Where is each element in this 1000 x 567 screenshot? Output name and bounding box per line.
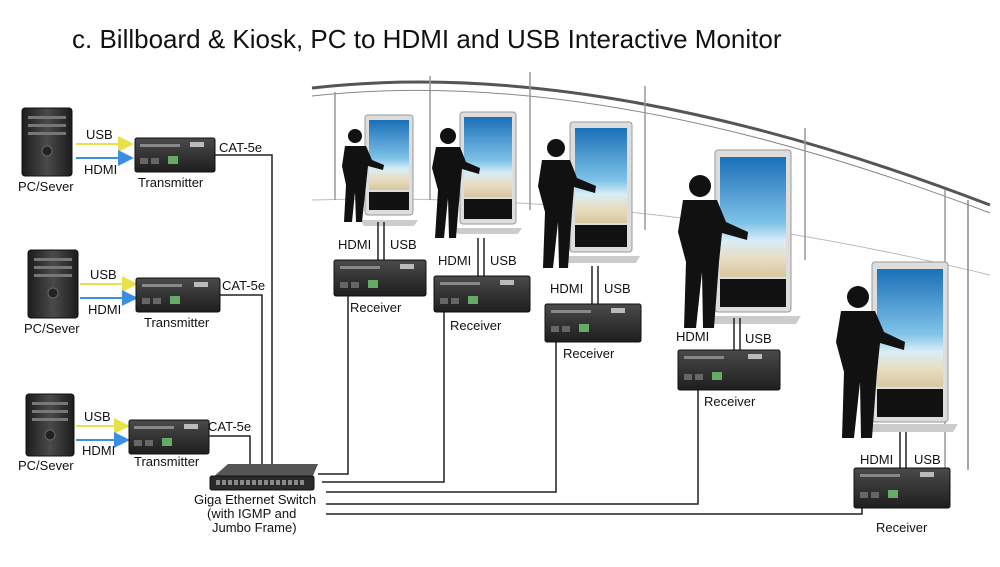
switch-label-line1: Giga Ethernet Switch <box>194 492 316 507</box>
transmitter-label-1: Transmitter <box>138 175 204 190</box>
receiver-hdmi-label-1: HDMI <box>338 237 371 252</box>
usb-label-3: USB <box>84 409 111 424</box>
transmitter-1 <box>134 137 216 173</box>
cable-label-1: CAT-5e <box>219 140 262 155</box>
receiver-3 <box>544 266 642 343</box>
rx-cables <box>318 296 863 515</box>
pc-label-1: PC/Sever <box>18 179 74 194</box>
receiver-hdmi-label-2: HDMI <box>438 253 471 268</box>
hdmi-label-3: HDMI <box>82 443 115 458</box>
receiver-label-2: Receiver <box>450 318 502 333</box>
person-5 <box>836 286 905 438</box>
person-4 <box>678 175 748 328</box>
transmitter-label-3: Transmitter <box>134 454 200 469</box>
receiver-hdmi-label-4: HDMI <box>676 329 709 344</box>
receiver-5 <box>853 432 951 509</box>
receiver-label-1: Receiver <box>350 300 402 315</box>
receiver-usb-label-5: USB <box>914 452 941 467</box>
ethernet-switch <box>209 464 318 491</box>
transmitter-2 <box>135 277 221 313</box>
switch-label-line2: (with IGMP and <box>207 506 296 521</box>
pc-label-3: PC/Sever <box>18 458 74 473</box>
kiosk-3 <box>562 121 640 263</box>
receiver-usb-label-2: USB <box>490 253 517 268</box>
pc-tower-2 <box>27 249 79 319</box>
pc-label-2: PC/Sever <box>24 321 80 336</box>
receiver-hdmi-label-3: HDMI <box>550 281 583 296</box>
receiver-usb-label-4: USB <box>745 331 772 346</box>
kiosk-2 <box>454 111 522 234</box>
pc-tower-1 <box>21 107 73 177</box>
switch-label-line3: Jumbo Frame) <box>212 520 297 535</box>
receiver-1 <box>333 222 427 297</box>
transmitter-3 <box>128 419 210 455</box>
person-3 <box>538 139 596 268</box>
cable-label-2: CAT-5e <box>222 278 265 293</box>
kiosk-1 <box>360 114 418 226</box>
kiosk-5 <box>862 261 958 432</box>
tx-cables <box>209 154 273 465</box>
receiver-usb-label-1: USB <box>390 237 417 252</box>
pc-tower-3 <box>25 393 75 457</box>
receiver-2 <box>433 238 531 313</box>
person-2 <box>432 128 480 238</box>
receiver-label-4: Receiver <box>704 394 756 409</box>
diagram-title: c. Billboard & Kiosk, PC to HDMI and USB… <box>72 24 782 54</box>
usb-label-1: USB <box>86 127 113 142</box>
receiver-usb-label-3: USB <box>604 281 631 296</box>
transmitter-label-2: Transmitter <box>144 315 210 330</box>
person-1 <box>342 129 384 222</box>
receiver-hdmi-label-5: HDMI <box>860 452 893 467</box>
cable-label-3: CAT-5e <box>208 419 251 434</box>
hdmi-label-1: HDMI <box>84 162 117 177</box>
receiver-label-5: Receiver <box>876 520 928 535</box>
receiver-4 <box>677 318 781 391</box>
kiosk-4 <box>705 149 801 324</box>
receiver-label-3: Receiver <box>563 346 615 361</box>
hdmi-label-2: HDMI <box>88 302 121 317</box>
usb-label-2: USB <box>90 267 117 282</box>
